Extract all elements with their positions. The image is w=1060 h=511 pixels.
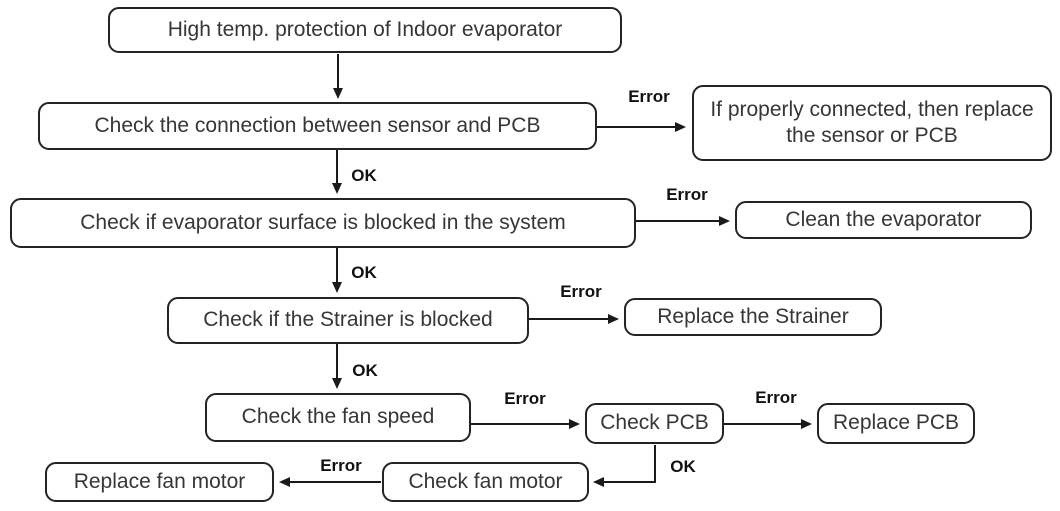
edge-label-error-sensor: Error (628, 87, 670, 106)
edge-label-error-pcb: Error (755, 388, 797, 407)
edge-label-error-fan-motor: Error (320, 456, 362, 475)
node-check-sensor-pcb: Check the connection between sensor and … (38, 102, 597, 150)
edge-label-error-evaporator: Error (666, 185, 708, 204)
node-replace-strainer: Replace the Strainer (624, 298, 882, 336)
node-replace-fan-motor: Replace fan motor (45, 462, 274, 502)
edge-check-pcb-ok (593, 445, 656, 487)
node-check-pcb: Check PCB (585, 403, 724, 444)
node-start: High temp. protection of Indoor evaporat… (108, 7, 622, 53)
edge-label-ok-sensor: OK (351, 166, 377, 185)
edge-label-error-strainer: Error (560, 282, 602, 301)
edge-label-ok-strainer: OK (352, 361, 378, 380)
node-check-fan-motor: Check fan motor (382, 462, 589, 502)
edge-label-ok-evaporator: OK (351, 263, 377, 282)
node-replace-sensor: If properly connected, then replace the … (692, 85, 1052, 161)
edge-label-error-fan-speed: Error (504, 389, 546, 408)
edge-label-ok-pcb: OK (670, 457, 696, 476)
node-clean-evaporator: Clean the evaporator (735, 201, 1032, 239)
node-check-evaporator: Check if evaporator surface is blocked i… (10, 198, 636, 248)
node-replace-pcb: Replace PCB (817, 403, 975, 444)
node-check-fan-speed: Check the fan speed (205, 393, 471, 442)
node-check-strainer: Check if the Strainer is blocked (167, 297, 529, 344)
